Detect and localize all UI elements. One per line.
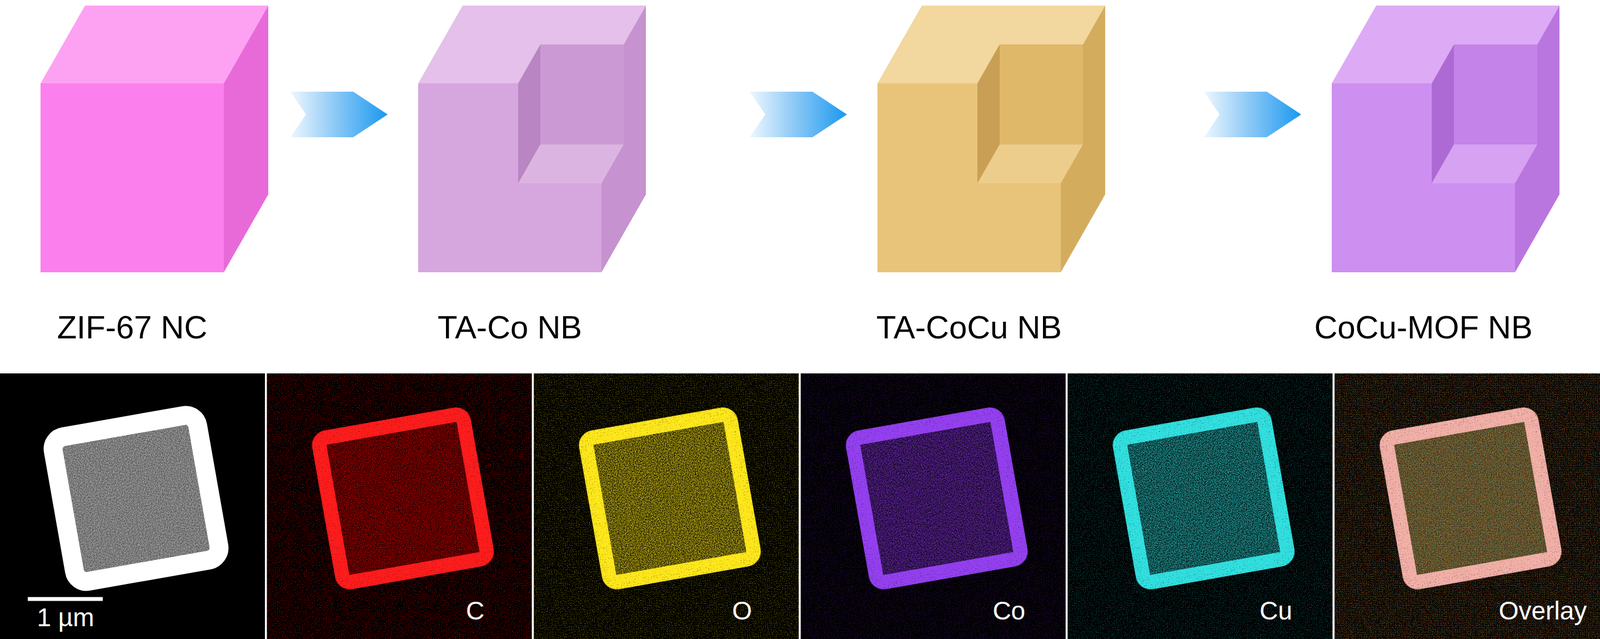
carbon-map <box>267 373 533 639</box>
cube-front <box>40 83 224 273</box>
map-panel: Co <box>800 373 1066 639</box>
shell-signal <box>318 413 489 584</box>
scale-label: 1 µm <box>36 604 94 630</box>
element-label: Cu <box>1259 597 1293 624</box>
map-panel: Overlay <box>1334 373 1600 639</box>
hollow-back-wall <box>1453 44 1538 145</box>
background-signal <box>267 373 533 639</box>
hollow-back-wall <box>999 44 1083 145</box>
cube-side <box>223 5 269 273</box>
sem-panel: 1 µm <box>0 373 265 639</box>
background-signal <box>1067 373 1333 639</box>
ta-cocu-cube <box>877 5 1106 273</box>
interior-signal <box>318 413 489 584</box>
map-panel: O <box>533 373 799 639</box>
interior-signal <box>1385 413 1556 584</box>
cobalt-map <box>800 373 1066 639</box>
map-panel: Cu <box>1067 373 1333 639</box>
ta-co-cube <box>418 5 646 273</box>
shell-wall <box>51 413 222 584</box>
hollow-floor <box>1431 144 1538 184</box>
panel-ground <box>1067 373 1333 639</box>
hollow-back-wall <box>540 44 624 145</box>
panel-ground <box>533 373 799 639</box>
element-label: O <box>731 597 752 624</box>
process-arrow <box>1204 91 1302 138</box>
sample-label: TA-Co NB <box>437 311 583 344</box>
cube-node: TA-Co NB <box>412 0 652 361</box>
oxygen-map <box>533 373 799 639</box>
background-signal <box>800 373 1066 639</box>
hollow-floor <box>977 144 1083 184</box>
cube-node: TA-CoCu NB <box>871 0 1111 361</box>
cube-node: CoCu-MOF NB <box>1326 0 1566 361</box>
process-arrow <box>290 91 388 138</box>
interior-signal <box>1385 413 1556 584</box>
sample-label: TA-CoCu NB <box>876 311 1062 344</box>
background-signal <box>1334 373 1600 639</box>
panel-ground <box>1334 373 1600 639</box>
interior-signal <box>1118 413 1289 584</box>
element-label: Co <box>992 597 1026 624</box>
map-panel: C <box>267 373 533 639</box>
overlay-map <box>1334 373 1600 639</box>
interior-signal <box>584 413 755 584</box>
element-label: C <box>465 597 485 624</box>
sample-label: CoCu-MOF NB <box>1313 311 1533 344</box>
background-signal <box>1334 373 1600 639</box>
panel-ground <box>0 373 265 639</box>
process-arrow <box>749 91 847 138</box>
shell-signal <box>1385 413 1556 584</box>
interior-signal <box>1385 413 1556 584</box>
shell-signal <box>1118 413 1289 584</box>
interior-texture <box>51 413 222 584</box>
shell-interior <box>51 413 222 584</box>
interior-signal <box>851 413 1022 584</box>
background-signal <box>533 373 799 639</box>
element-label: Overlay <box>1498 597 1587 624</box>
hollow-floor <box>518 144 624 184</box>
panel-ground <box>800 373 1066 639</box>
shell-signal <box>584 413 755 584</box>
background-signal <box>1334 373 1600 639</box>
shell-signal <box>851 413 1022 584</box>
copper-map <box>1067 373 1333 639</box>
zif67-cube <box>40 5 269 273</box>
cube-node: ZIF-67 NC <box>34 0 274 361</box>
panel-ground <box>267 373 533 639</box>
cocu-mof-cube <box>1331 5 1560 273</box>
sem-image <box>0 373 265 639</box>
scale-bar <box>27 597 103 601</box>
sample-label: ZIF-67 NC <box>57 311 208 344</box>
